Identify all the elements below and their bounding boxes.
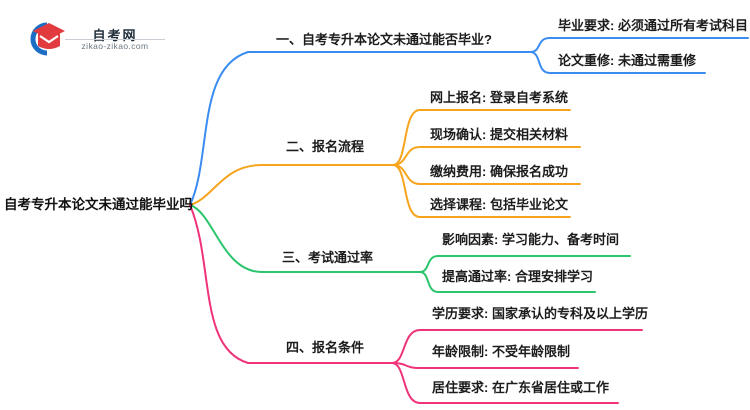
branch-2-child-1: 网上报名: 登录自考系统 [430,90,568,105]
branch-4-label: 四、报名条件 [286,340,365,355]
branch-3-lines [189,204,631,293]
logo-domain: zikao-zikao.com [81,41,149,51]
branch-3-child-2: 提高通过率: 合理安排学习 [442,269,593,284]
branch-1-child-1: 毕业要求: 必须通过所有考试科目 [558,18,748,33]
branch-1-child-2: 论文重修: 未通过需重修 [558,53,696,68]
branch-2-child-2: 现场确认: 提交相关材料 [430,127,568,142]
logo-container: 自考网 zikao-zikao.com [30,20,165,62]
root-node: 自考专升本论文未通过能毕业吗 [4,197,193,212]
graduation-cap-icon [30,22,65,56]
branch-3-label: 三、考试通过率 [282,250,374,265]
branch-1-lines [189,37,749,206]
branch-4-child-2: 年龄限制: 不受年龄限制 [432,344,570,359]
branch-4-child-1: 学历要求: 国家承认的专科及以上学历 [432,306,648,321]
branch-1-label: 一、自考专升本论文未通过能否毕业? [276,32,492,47]
branch-3-child-1: 影响因素: 学习能力、备考时间 [442,232,619,247]
branch-2-label: 二、报名流程 [286,139,365,154]
branch-2-child-3: 缴纳费用: 确保报名成功 [430,164,568,179]
branch-4-lines [189,204,643,404]
logo-divider [65,39,165,40]
branch-2-lines [189,109,581,218]
branch-2-child-4: 选择课程: 包括毕业论文 [430,197,568,212]
branch-4-child-3: 居住要求: 在广东省居住或工作 [432,380,609,395]
